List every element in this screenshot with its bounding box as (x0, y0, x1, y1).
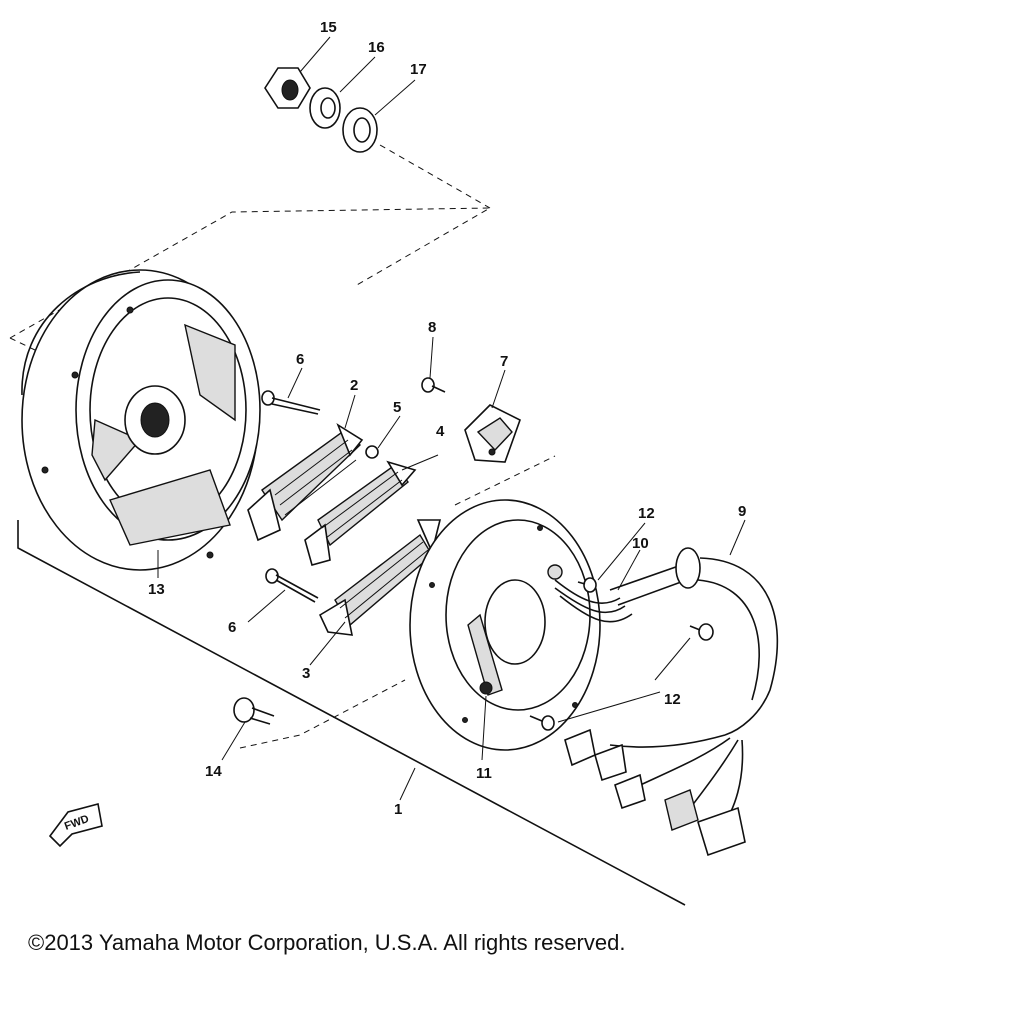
callout-6-lower: 6 (228, 619, 236, 636)
stator-plate (409, 499, 601, 751)
leader-lines (157, 36, 746, 801)
screw-12-right (689, 623, 714, 641)
callout-16: 16 (368, 39, 385, 56)
callout-8: 8 (428, 319, 436, 336)
screw-8 (421, 377, 446, 393)
coil-4 (304, 445, 417, 566)
callout-7: 7 (500, 353, 508, 370)
flywheel-rotor (21, 269, 261, 571)
wire-harness (554, 547, 779, 857)
exploded-parts-diagram: 15 16 17 8 7 6 2 5 4 9 12 10 13 6 3 12 1… (9, 19, 779, 906)
callout-10: 10 (632, 535, 649, 552)
nut-15 (264, 67, 311, 109)
screw-6-upper (261, 390, 321, 415)
callout-5: 5 (393, 399, 401, 416)
copyright-notice: ©2013 Yamaha Motor Corporation, U.S.A. A… (28, 930, 626, 955)
screw-12-upper (577, 577, 597, 593)
coil-3 (318, 519, 442, 636)
callout-13: 13 (148, 581, 165, 598)
callout-15: 15 (320, 19, 337, 36)
contact-breaker (464, 404, 521, 463)
callout-3: 3 (302, 665, 310, 682)
callout-2: 2 (350, 377, 358, 394)
screw-6-lower (265, 568, 319, 603)
coil-2 (247, 423, 364, 542)
lock-washer-16 (309, 87, 341, 129)
screw-12-lower (529, 715, 555, 731)
washer-17 (342, 107, 378, 153)
callout-12-upper: 12 (638, 505, 655, 522)
callout-12-lower: 12 (664, 691, 681, 708)
fwd-arrow-icon: FWD (48, 803, 103, 848)
callout-4: 4 (436, 423, 445, 440)
callout-14: 14 (205, 763, 222, 780)
callout-9: 9 (738, 503, 746, 520)
callout-6-upper: 6 (296, 351, 304, 368)
bolt-14 (233, 697, 275, 725)
callout-11: 11 (476, 765, 492, 782)
callout-1: 1 (394, 801, 402, 818)
callout-labels: 15 16 17 8 7 6 2 5 4 9 12 10 13 6 3 12 1… (148, 19, 746, 818)
callout-17: 17 (410, 61, 427, 78)
